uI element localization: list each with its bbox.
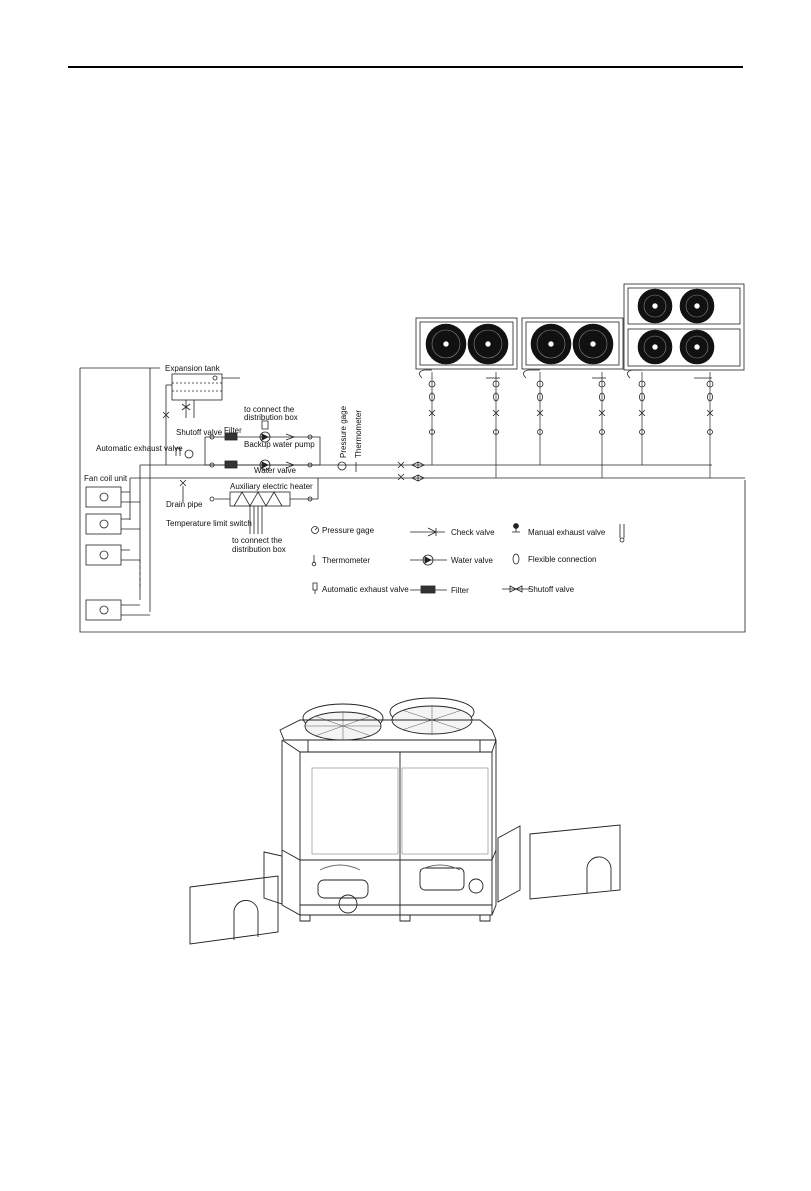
outdoor-unit-2	[521, 317, 624, 370]
expansion-tank-label: Expansion tank	[165, 364, 220, 373]
legend-flexible-connection: Flexible connection	[528, 555, 597, 564]
fan-grill	[637, 288, 673, 324]
fan-coil-unit-label: Fan coil unit	[84, 474, 128, 483]
legend-thermometer: Thermometer	[322, 556, 371, 565]
pressure-gage-icon	[311, 526, 319, 534]
fan-grill	[637, 329, 673, 365]
connect-box-label-1a: to connect the	[244, 405, 295, 414]
fan-grill	[679, 329, 715, 365]
temp-limit-switch-label: Temperature limit switch	[166, 519, 252, 528]
pressure-gage-vertical-label: Pressure gage	[339, 405, 348, 458]
header-rule	[68, 66, 743, 68]
automatic-exhaust-valve-label: Automatic exhaust valve	[96, 444, 183, 453]
legend-pressure-gage: Pressure gage	[322, 526, 375, 535]
fan-grill	[679, 288, 715, 324]
water-valve-icon	[410, 554, 447, 566]
chiller-unit-illustration	[189, 697, 621, 945]
flexible-connection-symbol	[619, 524, 625, 543]
legend-check-valve: Check valve	[451, 528, 495, 537]
shutoff-valve-label: Shutoff valve	[176, 428, 223, 437]
filter-label: Filter	[224, 426, 242, 435]
fan-coil-units	[85, 486, 150, 621]
shutoff-valve-icon	[502, 585, 530, 593]
automatic-exhaust-valve-icon	[312, 582, 318, 594]
legend-shutoff-valve: Shutoff valve	[528, 585, 575, 594]
aux-heater-label: Auxiliary electric heater	[230, 482, 313, 491]
legend-automatic-exhaust-valve: Automatic exhaust valve	[322, 585, 409, 594]
connect-box-label-2b: distribution box	[232, 545, 286, 554]
fan-grill	[467, 323, 509, 365]
filter-element	[224, 432, 238, 469]
legend-manual-exhaust-valve: Manual exhaust valve	[528, 528, 606, 537]
flexible-connection-icon	[512, 553, 520, 565]
outdoor-unit-1	[415, 317, 518, 370]
backup-pump-symbol	[259, 420, 271, 471]
manual-exhaust-valve-icon	[512, 523, 520, 533]
connect-box-label-2a: to connect the	[232, 536, 283, 545]
connect-box-label-1b: distribution box	[244, 413, 298, 422]
fan-grill	[425, 323, 467, 365]
outdoor-unit-3	[623, 283, 745, 371]
backup-pump-label: Backup water pump	[244, 440, 315, 449]
thermometer-vertical-label: Thermometer	[354, 409, 363, 458]
fan-grill	[572, 323, 614, 365]
legend-water-valve: Water valve	[451, 556, 493, 565]
thermometer-icon	[311, 555, 317, 567]
drain-pipe-label: Drain pipe	[166, 500, 203, 509]
filter-icon	[410, 585, 447, 594]
check-valve-icon	[410, 527, 445, 537]
water-valve-label: Water valve	[254, 466, 296, 475]
legend-filter: Filter	[451, 586, 469, 595]
fan-grill	[530, 323, 572, 365]
expansion-tank	[171, 373, 240, 418]
